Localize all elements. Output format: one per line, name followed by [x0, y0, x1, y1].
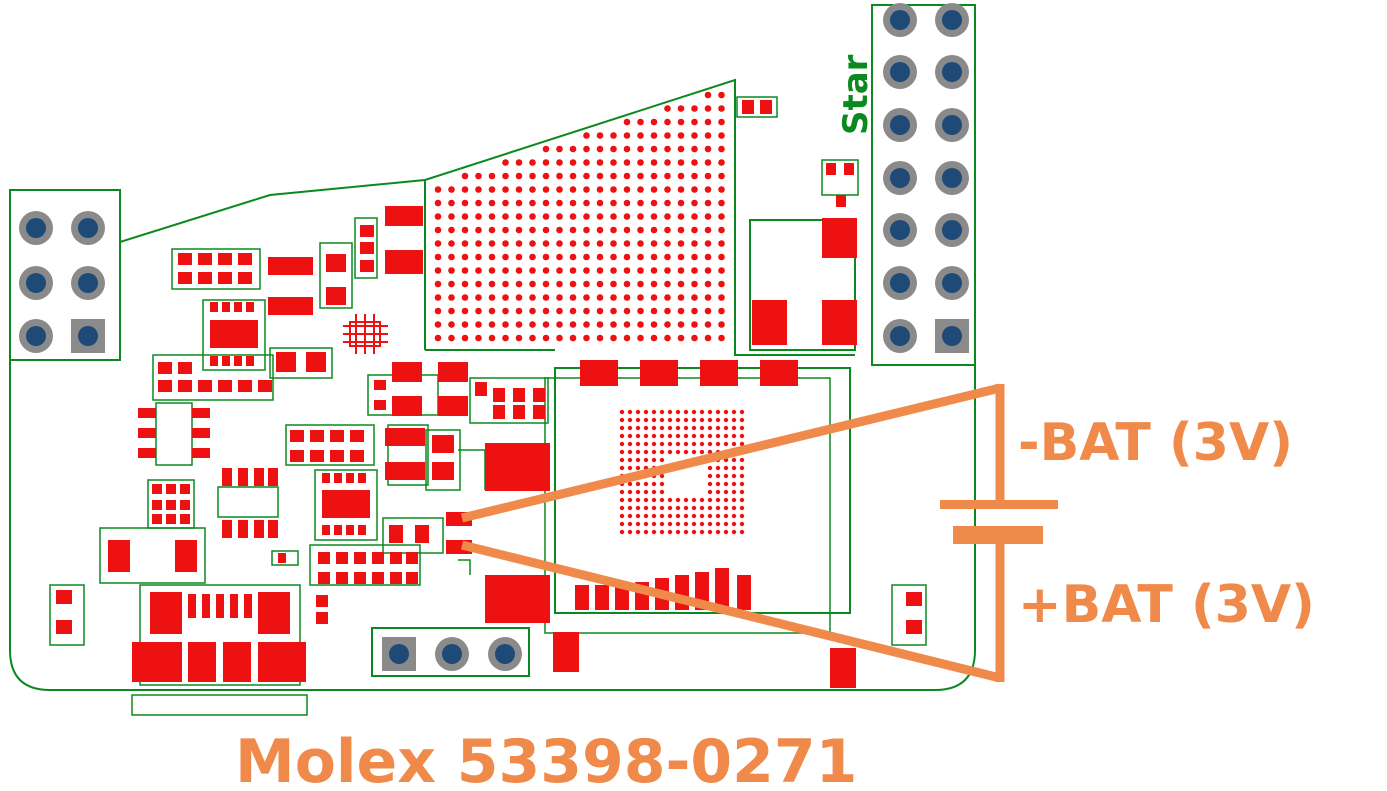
pin-header-left: [19, 211, 105, 353]
pin-header-bottom: [371, 627, 530, 677]
battery-annotation: [460, 383, 1005, 683]
pin-header-right: [883, 3, 969, 353]
battery-symbol-icon: [940, 500, 1058, 544]
smd-components: [49, 96, 927, 716]
pos-battery-label: +BAT (3V): [1018, 575, 1315, 635]
qfn-chip: [343, 314, 388, 354]
silkscreen-star-label: Star: [836, 54, 876, 135]
neg-battery-label: -BAT (3V): [1018, 413, 1293, 473]
connector-label: Molex 53398-0271: [235, 727, 857, 791]
via-grid: [434, 91, 725, 342]
module-chip: [485, 360, 856, 688]
